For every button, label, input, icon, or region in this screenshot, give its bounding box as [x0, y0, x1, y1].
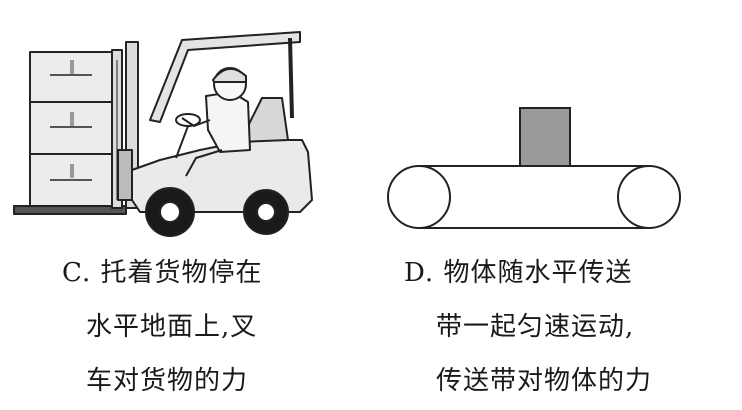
- driver: [181, 67, 251, 177]
- option-d: D. 物体随水平传送 带一起匀速运动, 传送带对物体的力: [371, 0, 742, 410]
- option-d-caption-line-2: 带一起匀速运动,: [436, 312, 635, 342]
- steering-wheel: [175, 113, 201, 127]
- option-d-caption-line-3: 传送带对物体的力: [436, 366, 653, 396]
- forklift-wheels: [145, 187, 289, 237]
- option-c: C. 托着货物停在 水平地面上,叉 车对货物的力: [13, 31, 313, 396]
- forklift-mast: [111, 41, 139, 209]
- left-roller: [387, 165, 451, 229]
- right-roller: [617, 165, 681, 229]
- overhead-guard: [149, 31, 301, 123]
- cargo-boxes: [29, 51, 113, 207]
- option-c-caption-line-3: 车对货物的力: [86, 366, 249, 396]
- cargo-block: [519, 107, 571, 167]
- option-c-caption-line-1: C. 托着货物停在: [62, 258, 263, 288]
- conveyor-belt-illustration: [387, 107, 681, 229]
- option-c-caption-line-2: 水平地面上,叉: [86, 312, 258, 342]
- option-d-caption-line-1: D. 物体随水平传送: [404, 258, 633, 288]
- forklift-illustration: [13, 31, 313, 237]
- fork-plate: [13, 205, 127, 215]
